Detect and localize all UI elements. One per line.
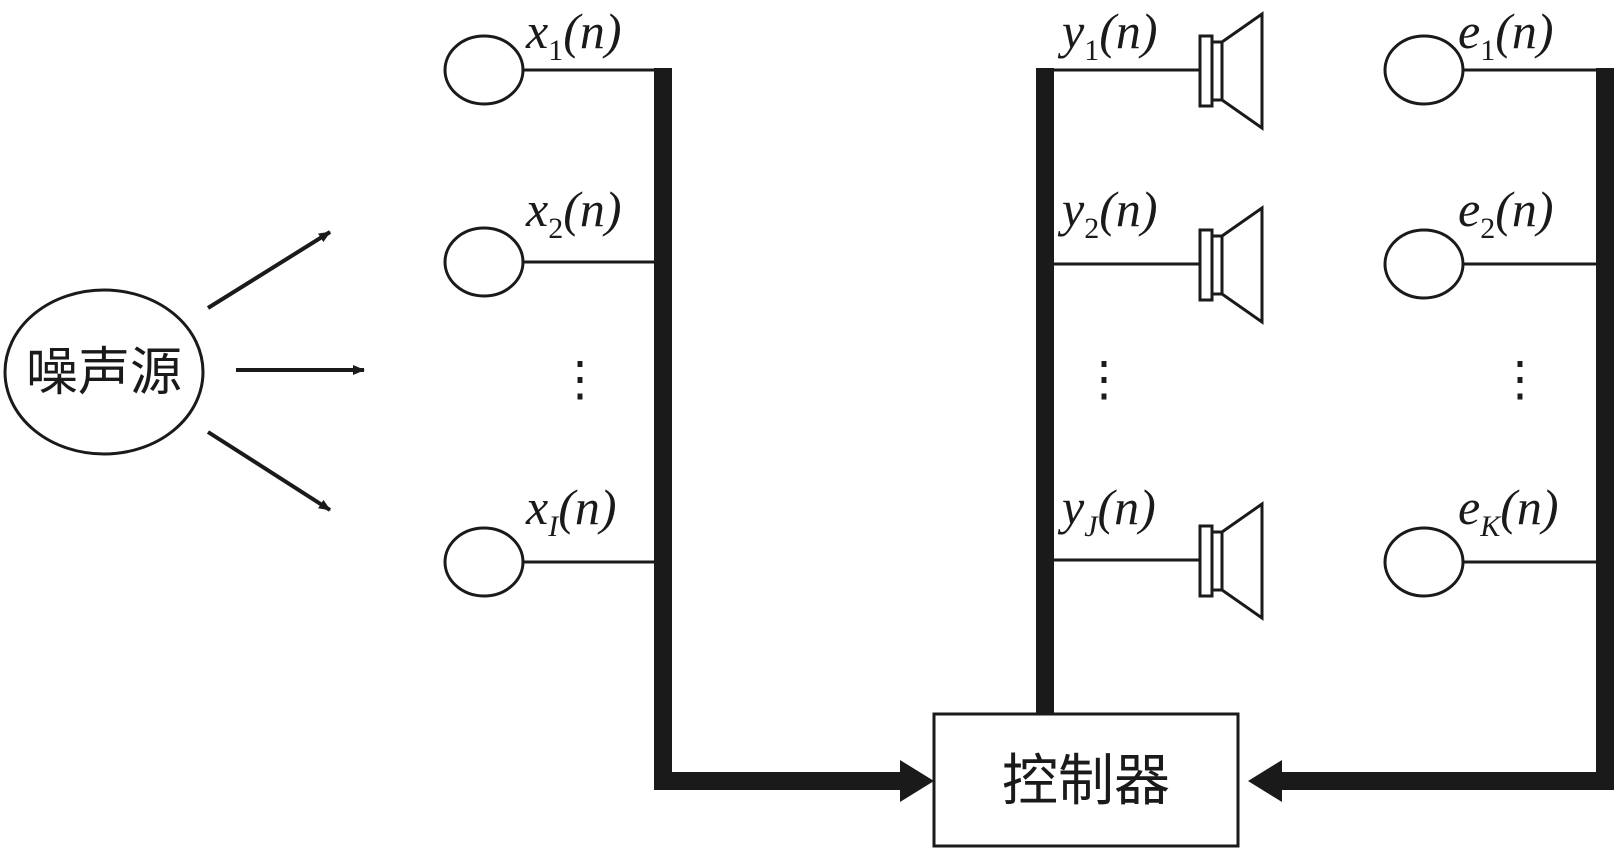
svg-text:eK(n): eK(n): [1458, 479, 1559, 543]
reference-mic-1: x1(n): [443, 3, 654, 106]
loudspeaker-icon: [1198, 501, 1264, 621]
error-mic-1-subscript: 1: [1480, 34, 1495, 67]
error-mic-2: e2(n): [1383, 181, 1596, 300]
noise-source-label: 噪声源: [26, 343, 182, 403]
reference-arrow-head: [900, 760, 934, 802]
reference-mic-1-arg: (n): [563, 3, 621, 59]
error-mic-1: e1(n): [1383, 3, 1596, 106]
speaker-ellipsis: ⋮: [1080, 353, 1128, 406]
reference-mic-I-symbol: x: [525, 479, 548, 535]
reference-mic-2-arg: (n): [563, 181, 621, 237]
reference-bus: [654, 68, 672, 790]
error-mic-2-arg: (n): [1495, 181, 1553, 237]
reference-mic-2: x2(n): [443, 181, 654, 298]
secondary-speaker-2: y2(n): [1054, 181, 1264, 325]
speaker-1-symbol: y: [1057, 3, 1085, 59]
error-mic-group: e1(n) e2(n) ⋮ eK(n): [1248, 3, 1614, 802]
speaker-bus: [1036, 68, 1054, 716]
reference-mic-I-subscript: I: [547, 510, 560, 543]
error-mic-K-arg: (n): [1500, 479, 1558, 535]
error-mic-K-symbol: e: [1458, 479, 1480, 535]
noise-source: 噪声源: [3, 288, 205, 456]
arrow-upper: [206, 230, 332, 310]
speaker-1-subscript: 1: [1084, 34, 1099, 67]
microphone-circle-icon: [443, 526, 525, 598]
reference-mic-I-arg: (n): [558, 479, 616, 535]
svg-text:e2(n): e2(n): [1458, 181, 1554, 245]
reference-bus-horizontal: [654, 772, 900, 790]
microphone-circle-icon: [1383, 34, 1465, 106]
loudspeaker-icon: [1198, 11, 1264, 131]
reference-ellipsis: ⋮: [556, 353, 604, 406]
reference-mic-group: x1(n) x2(n) ⋮ xI(n): [443, 3, 934, 802]
speaker-2-arg: (n): [1099, 181, 1157, 237]
secondary-speaker-1: y1(n): [1054, 3, 1264, 131]
svg-text:x2(n): x2(n): [525, 181, 622, 245]
error-ellipsis: ⋮: [1496, 353, 1544, 406]
error-mic-1-arg: (n): [1495, 3, 1553, 59]
svg-text:x1(n): x1(n): [525, 3, 622, 67]
arrow-lower: [206, 430, 332, 512]
reference-mic-I: xI(n): [443, 479, 654, 598]
speaker-J-arg: (n): [1098, 479, 1156, 535]
speaker-J-subscript: J: [1084, 510, 1099, 543]
microphone-circle-icon: [443, 226, 525, 298]
speaker-2-subscript: 2: [1084, 212, 1099, 245]
loudspeaker-icon: [1198, 205, 1264, 325]
svg-text:yJ(n): yJ(n): [1057, 479, 1156, 543]
error-mic-2-symbol: e: [1458, 181, 1480, 237]
error-mic-1-symbol: e: [1458, 3, 1480, 59]
error-bus-horizontal: [1282, 772, 1614, 790]
svg-text:y1(n): y1(n): [1057, 3, 1158, 67]
error-bus: [1596, 68, 1614, 790]
secondary-speaker-group: y1(n) y2(n) ⋮ yJ(n): [1036, 3, 1264, 716]
reference-mic-1-subscript: 1: [548, 34, 563, 67]
error-mic-2-subscript: 2: [1480, 212, 1495, 245]
error-arrow-head: [1248, 760, 1282, 802]
svg-text:y2(n): y2(n): [1057, 181, 1158, 245]
speaker-J-symbol: y: [1057, 479, 1085, 535]
speaker-2-symbol: y: [1057, 181, 1085, 237]
reference-mic-1-symbol: x: [525, 3, 548, 59]
controller-block: 控制器: [932, 712, 1240, 848]
reference-mic-2-subscript: 2: [548, 212, 563, 245]
controller-label: 控制器: [1002, 749, 1170, 814]
svg-text:e1(n): e1(n): [1458, 3, 1554, 67]
speaker-1-arg: (n): [1099, 3, 1157, 59]
error-mic-K: eK(n): [1383, 479, 1596, 598]
microphone-circle-icon: [1383, 526, 1465, 598]
svg-text:xI(n): xI(n): [525, 479, 617, 543]
microphone-circle-icon: [1383, 228, 1465, 300]
secondary-speaker-J: yJ(n): [1054, 479, 1264, 621]
reference-mic-2-symbol: x: [525, 181, 548, 237]
error-mic-K-subscript: K: [1479, 510, 1502, 543]
propagation-arrows: [206, 230, 365, 512]
microphone-circle-icon: [443, 34, 525, 106]
